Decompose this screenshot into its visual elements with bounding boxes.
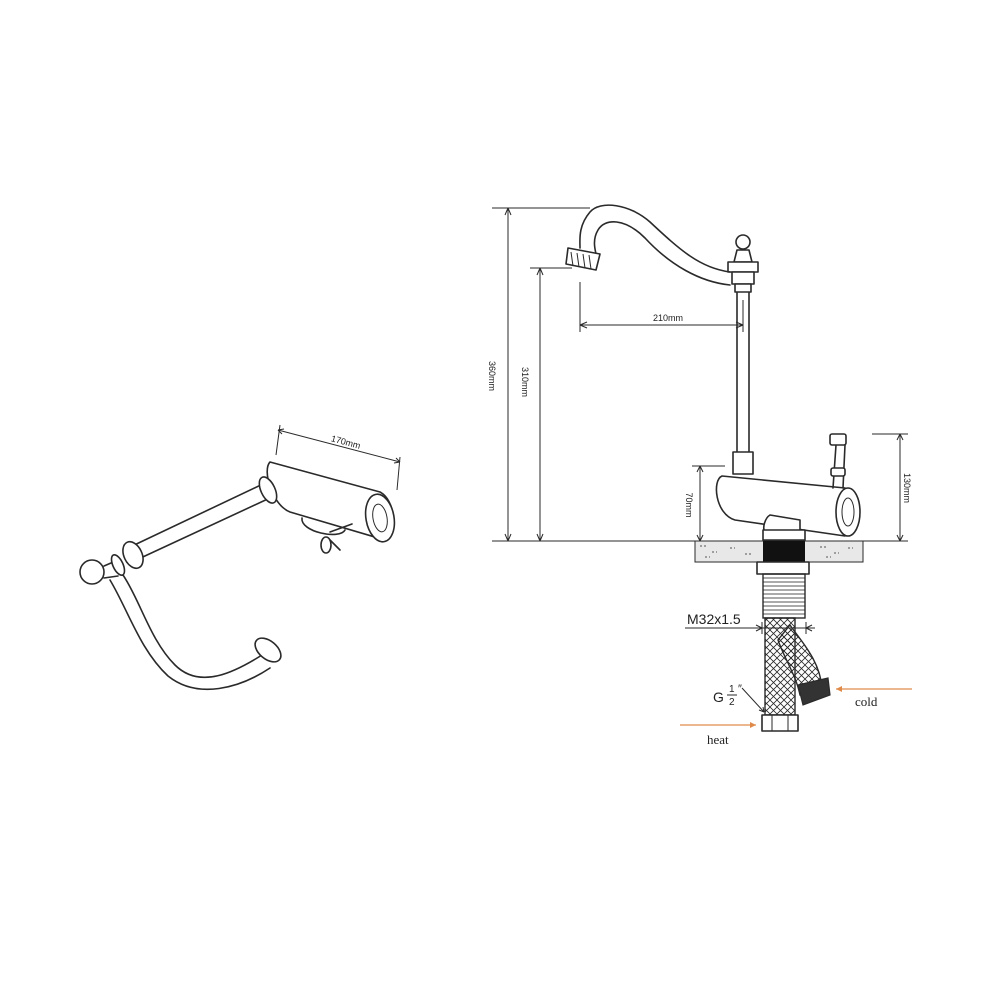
dim-body-height-label: 70mm	[684, 492, 694, 517]
dim-handle-height-label: 130mm	[902, 473, 912, 503]
fitting-letter: G	[713, 689, 724, 705]
dim-reach-label: 210mm	[653, 313, 683, 323]
fitting-numerator: 1	[729, 684, 735, 695]
side-view-drawing: 360mm 310mm 210mm 70mm 130mm M32x1.5 G 1…	[487, 204, 912, 747]
fitting-mark: ″	[738, 683, 742, 695]
dim-total-height-label: 360mm	[487, 361, 497, 391]
cold-label: cold	[855, 694, 878, 709]
thread-label: M32x1.5	[687, 611, 741, 627]
top-view-drawing: 170mm	[79, 424, 401, 691]
heat-label: heat	[707, 732, 729, 747]
fitting-denominator: 2	[729, 697, 735, 708]
dim-spout-height-label: 310mm	[520, 367, 530, 397]
